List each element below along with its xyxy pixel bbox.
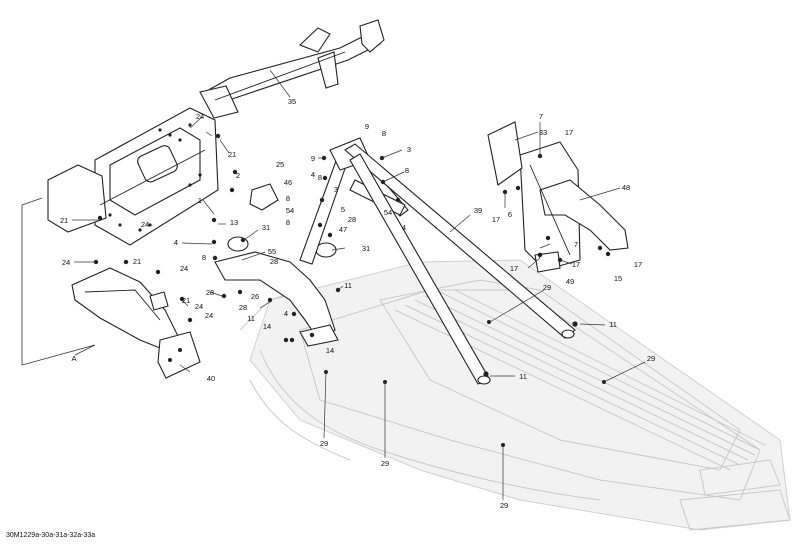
callout-24: 24 <box>195 302 203 311</box>
callout-17: 17 <box>572 260 580 269</box>
callout-21: 21 <box>60 216 68 225</box>
callout-7: 7 <box>539 112 543 121</box>
group-bracket-a <box>21 197 96 366</box>
lower-bracket <box>71 267 201 379</box>
callout-11: 11 <box>344 281 352 290</box>
callout-39: 39 <box>474 206 482 215</box>
callout-28: 28 <box>206 288 214 297</box>
callout-11: 11 <box>609 320 617 329</box>
callout-11: 11 <box>247 314 255 323</box>
callout-1: 1 <box>198 196 202 205</box>
callout-7: 7 <box>574 240 578 249</box>
callout-28: 28 <box>270 257 278 266</box>
right-side-panel <box>487 121 629 273</box>
diagram-reference-code: 30M1229a-30a-31a-32a-33a <box>6 532 95 539</box>
callout-29: 29 <box>320 439 328 448</box>
callout-54: 54 <box>286 206 294 215</box>
callout-28: 28 <box>239 303 247 312</box>
callout-17: 17 <box>565 128 573 137</box>
callout-54: 54 <box>384 208 392 217</box>
callout-24: 24 <box>62 258 70 267</box>
callout-8: 8 <box>202 253 206 262</box>
callout-14: 14 <box>326 346 334 355</box>
callout-21: 21 <box>133 257 141 266</box>
callout-28: 28 <box>348 215 356 224</box>
support-tubes <box>344 143 576 385</box>
callout-29: 29 <box>381 459 389 468</box>
callout-31: 31 <box>262 223 270 232</box>
callout-7: 7 <box>538 251 542 260</box>
callout-29: 29 <box>500 501 508 510</box>
callout-9: 9 <box>365 122 369 131</box>
callout-8: 8 <box>318 173 322 182</box>
steering-support-bar <box>199 19 385 119</box>
callout-4: 4 <box>284 309 288 318</box>
callout-6: 6 <box>508 210 512 219</box>
callout-11: 11 <box>519 372 527 381</box>
callouts: 35 24 21 24 21 9 8 9 3 8 25 2 46 4 8 3 7… <box>60 97 655 510</box>
callout-9: 9 <box>311 154 315 163</box>
callout-21: 21 <box>228 150 236 159</box>
callout-4: 4 <box>174 238 178 247</box>
callout-8: 8 <box>286 218 290 227</box>
callout-8: 8 <box>405 166 409 175</box>
callout-24: 24 <box>205 311 213 320</box>
callout-17: 17 <box>634 260 642 269</box>
callout-17: 17 <box>510 264 518 273</box>
callout-4: 4 <box>311 170 315 179</box>
callout-5: 5 <box>341 205 345 214</box>
callout-3: 3 <box>334 185 338 194</box>
callout-26: 26 <box>251 292 259 301</box>
callout-33: 33 <box>539 128 547 137</box>
callout-29: 29 <box>647 354 655 363</box>
callout-24: 24 <box>180 264 188 273</box>
callout-47: 47 <box>339 225 347 234</box>
callout-24: 24 <box>196 112 204 121</box>
callout-8: 8 <box>286 194 290 203</box>
callout-29: 29 <box>543 283 551 292</box>
callout-17: 17 <box>492 215 500 224</box>
front-bracket-plate <box>47 107 219 246</box>
engine-mount-bracket <box>214 183 339 347</box>
label-group-a: A <box>71 354 76 363</box>
callout-8: 8 <box>382 129 386 138</box>
callout-15: 15 <box>614 274 622 283</box>
callout-2: 2 <box>236 171 240 180</box>
leader-lines <box>72 69 646 500</box>
callout-24: 24 <box>141 220 149 229</box>
callout-25: 25 <box>276 160 284 169</box>
callout-48: 48 <box>622 183 630 192</box>
callout-3: 3 <box>407 145 411 154</box>
callout-35: 35 <box>288 97 296 106</box>
callout-40: 40 <box>207 374 215 383</box>
callout-13: 13 <box>230 218 238 227</box>
callout-46: 46 <box>284 178 292 187</box>
callout-14: 14 <box>263 322 271 331</box>
callout-55: 55 <box>268 247 276 256</box>
callout-4: 4 <box>402 223 406 232</box>
callout-21: 21 <box>182 296 190 305</box>
callout-49: 49 <box>566 277 574 286</box>
callout-31: 31 <box>362 244 370 253</box>
